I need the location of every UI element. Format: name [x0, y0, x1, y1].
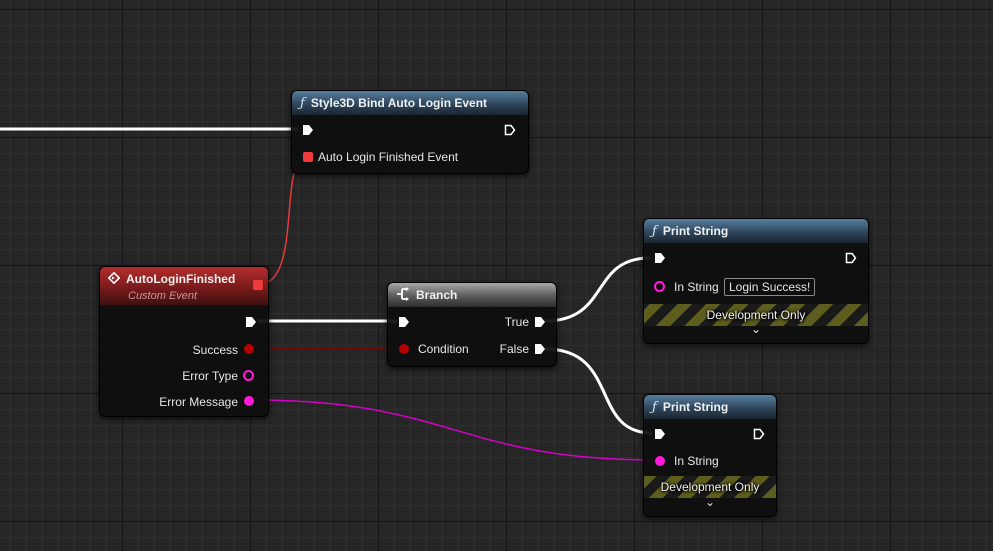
in-string-value-field[interactable]: Login Success!: [724, 278, 816, 296]
node-title: Style3D Bind Auto Login Event: [310, 96, 488, 110]
pin-label-error-message: Error Message: [159, 395, 238, 409]
string-wire-error-to-instring: [253, 399, 656, 461]
pin-label-event: Auto Login Finished Event: [318, 150, 459, 164]
node-header[interactable]: ƒ Print String: [644, 219, 868, 243]
node-title: Print String: [662, 400, 729, 414]
pin-label-false: False: [499, 342, 529, 356]
exec-in-pin[interactable]: [654, 428, 666, 440]
development-only-banner: Development Only: [644, 476, 776, 498]
event-icon: [107, 270, 121, 285]
delegate-pin[interactable]: [303, 152, 313, 162]
expand-chevron-icon[interactable]: ⌄: [750, 322, 762, 336]
pin-label-condition: Condition: [418, 342, 469, 356]
exec-in-pin[interactable]: [654, 252, 666, 264]
expand-chevron-icon[interactable]: ⌄: [704, 495, 716, 509]
node-title: Print String: [662, 224, 729, 238]
error-message-string-pin[interactable]: [244, 396, 254, 406]
node-header[interactable]: ƒ Style3D Bind Auto Login Event: [292, 91, 528, 115]
pin-label-in-string: In String: [674, 454, 719, 468]
print-string-node-1[interactable]: ƒ Print String In String Login Success! D…: [643, 218, 869, 344]
function-icon: ƒ: [652, 400, 657, 415]
auto-login-finished-event-node[interactable]: AutoLoginFinished Custom Event Success E…: [99, 266, 269, 417]
function-icon: ƒ: [652, 224, 657, 239]
exec-out-pin[interactable]: [504, 124, 516, 136]
branch-icon: [396, 285, 410, 301]
condition-bool-pin[interactable]: [399, 344, 409, 354]
node-header[interactable]: Branch: [388, 283, 556, 307]
in-string-pin[interactable]: [655, 456, 665, 466]
branch-node[interactable]: Branch Condition True False: [387, 282, 557, 367]
pin-label-success: Success: [192, 343, 238, 357]
exec-out-pin[interactable]: [245, 316, 257, 328]
pin-label-error-type: Error Type: [182, 369, 238, 383]
bind-auto-login-event-node[interactable]: ƒ Style3D Bind Auto Login Event Auto Logi…: [291, 90, 529, 174]
error-type-string-pin[interactable]: [243, 370, 254, 381]
exec-in-pin[interactable]: [398, 316, 410, 328]
success-bool-pin[interactable]: [244, 344, 254, 354]
exec-wire-true-to-print1: [544, 256, 651, 323]
exec-in-pin[interactable]: [302, 124, 314, 136]
print-string-node-2[interactable]: ƒ Print String In String Development Only…: [643, 394, 777, 517]
development-only-banner: Development Only: [644, 304, 868, 326]
function-icon: ƒ: [300, 96, 305, 111]
node-header[interactable]: AutoLoginFinished Custom Event: [100, 267, 268, 305]
exec-wire-false-to-print2: [544, 347, 653, 435]
in-string-pin[interactable]: [654, 281, 665, 292]
pin-label-true: True: [504, 315, 529, 329]
delegate-wire: [262, 155, 305, 285]
node-header[interactable]: ƒ Print String: [644, 395, 776, 419]
exec-out-pin[interactable]: [845, 252, 857, 264]
event-delegate-pin[interactable]: [253, 280, 263, 290]
node-subtitle: Custom Event: [128, 290, 198, 302]
exec-false-pin[interactable]: [534, 343, 546, 355]
exec-out-pin[interactable]: [753, 428, 765, 440]
pin-label-in-string: In String: [674, 280, 719, 294]
node-title: Branch: [416, 288, 458, 302]
node-title: AutoLoginFinished: [126, 272, 236, 286]
exec-true-pin[interactable]: [534, 316, 546, 328]
